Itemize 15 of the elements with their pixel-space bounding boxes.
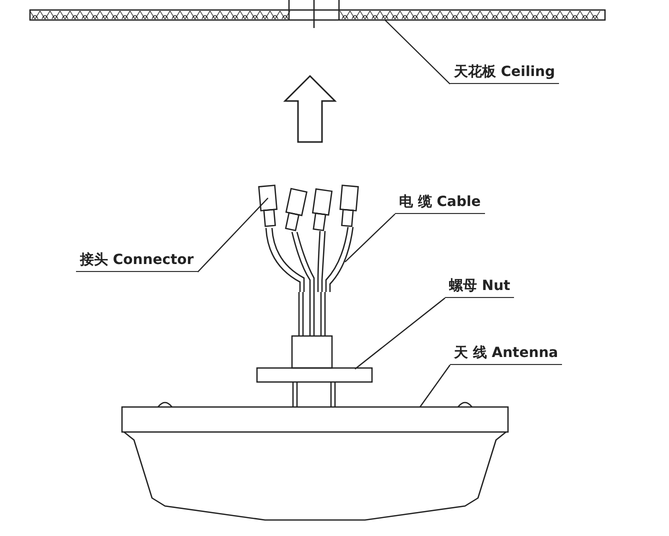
connector-plug-drawing xyxy=(258,184,359,232)
part-label: 天花板 Ceiling xyxy=(450,63,560,84)
antenna-body-drawing xyxy=(121,381,509,521)
part-label: 螺母 Nut xyxy=(445,277,514,298)
nut-flange xyxy=(256,335,373,383)
part-label: 电 缆 Cable xyxy=(395,193,485,214)
leader-line xyxy=(354,298,446,370)
leader-line xyxy=(384,20,450,84)
cable-drawing xyxy=(265,226,354,337)
part-label: 接头 Connector xyxy=(76,251,198,272)
part-label: 天 线 Antenna xyxy=(450,344,562,365)
leader-line xyxy=(420,364,450,408)
leader-line xyxy=(197,198,268,272)
ceiling-panel xyxy=(29,0,606,29)
leader-line xyxy=(344,214,396,262)
